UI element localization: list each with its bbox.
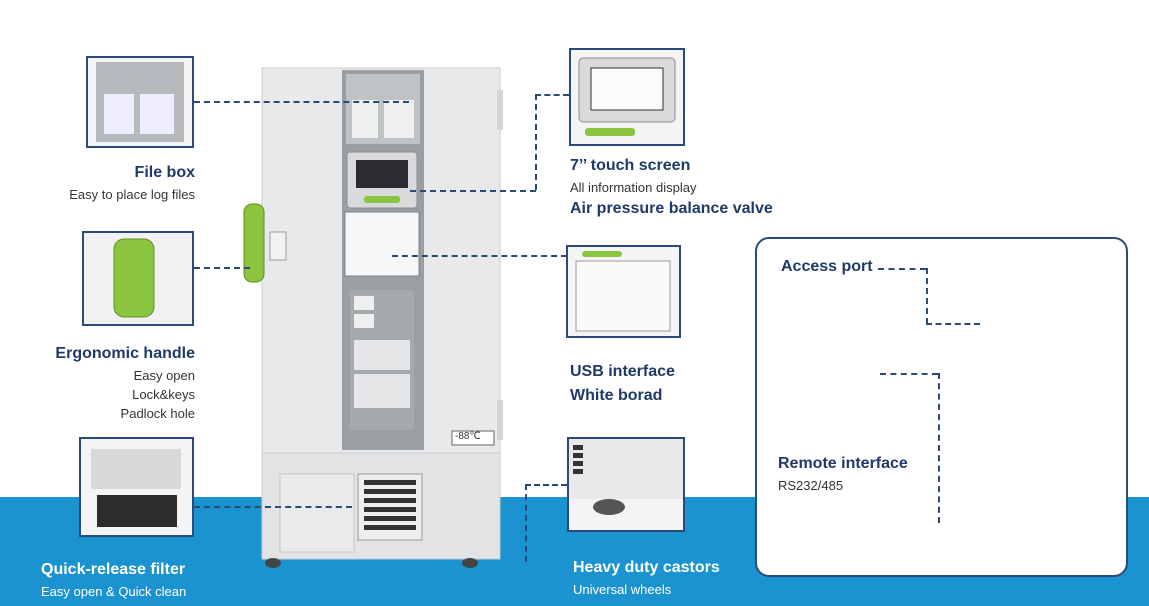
access-port-connector-b [926, 268, 928, 324]
castors-desc: Universal wheels [573, 582, 672, 597]
castors-thumbnail [567, 437, 685, 532]
access-port-title: Access port [781, 258, 873, 275]
usb-title: USB interface [570, 363, 675, 380]
file-box-thumbnail [86, 56, 194, 148]
filter-title: Quick-release filter [41, 561, 186, 578]
file-box-desc: Easy to place log files [69, 187, 195, 202]
handle-title: Ergonomic handle [55, 345, 195, 362]
remote-desc: RS232/485 [778, 478, 844, 493]
touch-screen-thumbnail [569, 48, 685, 146]
filter-thumbnail [79, 437, 194, 537]
screen-connector-b [535, 94, 537, 190]
castors-connector-b [525, 484, 527, 562]
power-title: Power on/off [780, 514, 877, 531]
file-box-title: File box [134, 164, 195, 181]
handle-desc-3: Padlock hole [120, 406, 195, 421]
remote-connector-a [880, 373, 938, 375]
handle-desc-2: Lock&keys [132, 387, 195, 402]
castors-title: Heavy duty castors [573, 559, 720, 576]
touch-screen-title: 7’’ touch screen [570, 157, 691, 174]
remote-connector-b [938, 373, 940, 523]
access-port-connector-c [926, 323, 980, 325]
white-board-thumbnail [566, 245, 681, 338]
handle-desc-1: Easy open [133, 368, 195, 383]
temperature-label: -88℃ [455, 431, 481, 442]
white-board-title: White borad [570, 387, 663, 404]
white-board-connector [392, 255, 567, 257]
filter-desc: Easy open & Quick clean [41, 584, 187, 599]
file-box-connector [194, 101, 409, 103]
filter-connector [194, 506, 352, 508]
touch-screen-desc: All information display [570, 180, 697, 195]
remote-title: Remote interface [778, 455, 908, 472]
handle-thumbnail [82, 231, 194, 326]
rear-features-panel [755, 237, 1128, 577]
handle-connector [194, 267, 250, 269]
castors-connector-a [525, 484, 567, 486]
access-port-connector-a [878, 268, 926, 270]
air-valve-title: Air pressure balance valve [570, 200, 773, 217]
screen-connector-a [535, 94, 569, 96]
screen-connector-c [410, 190, 536, 192]
